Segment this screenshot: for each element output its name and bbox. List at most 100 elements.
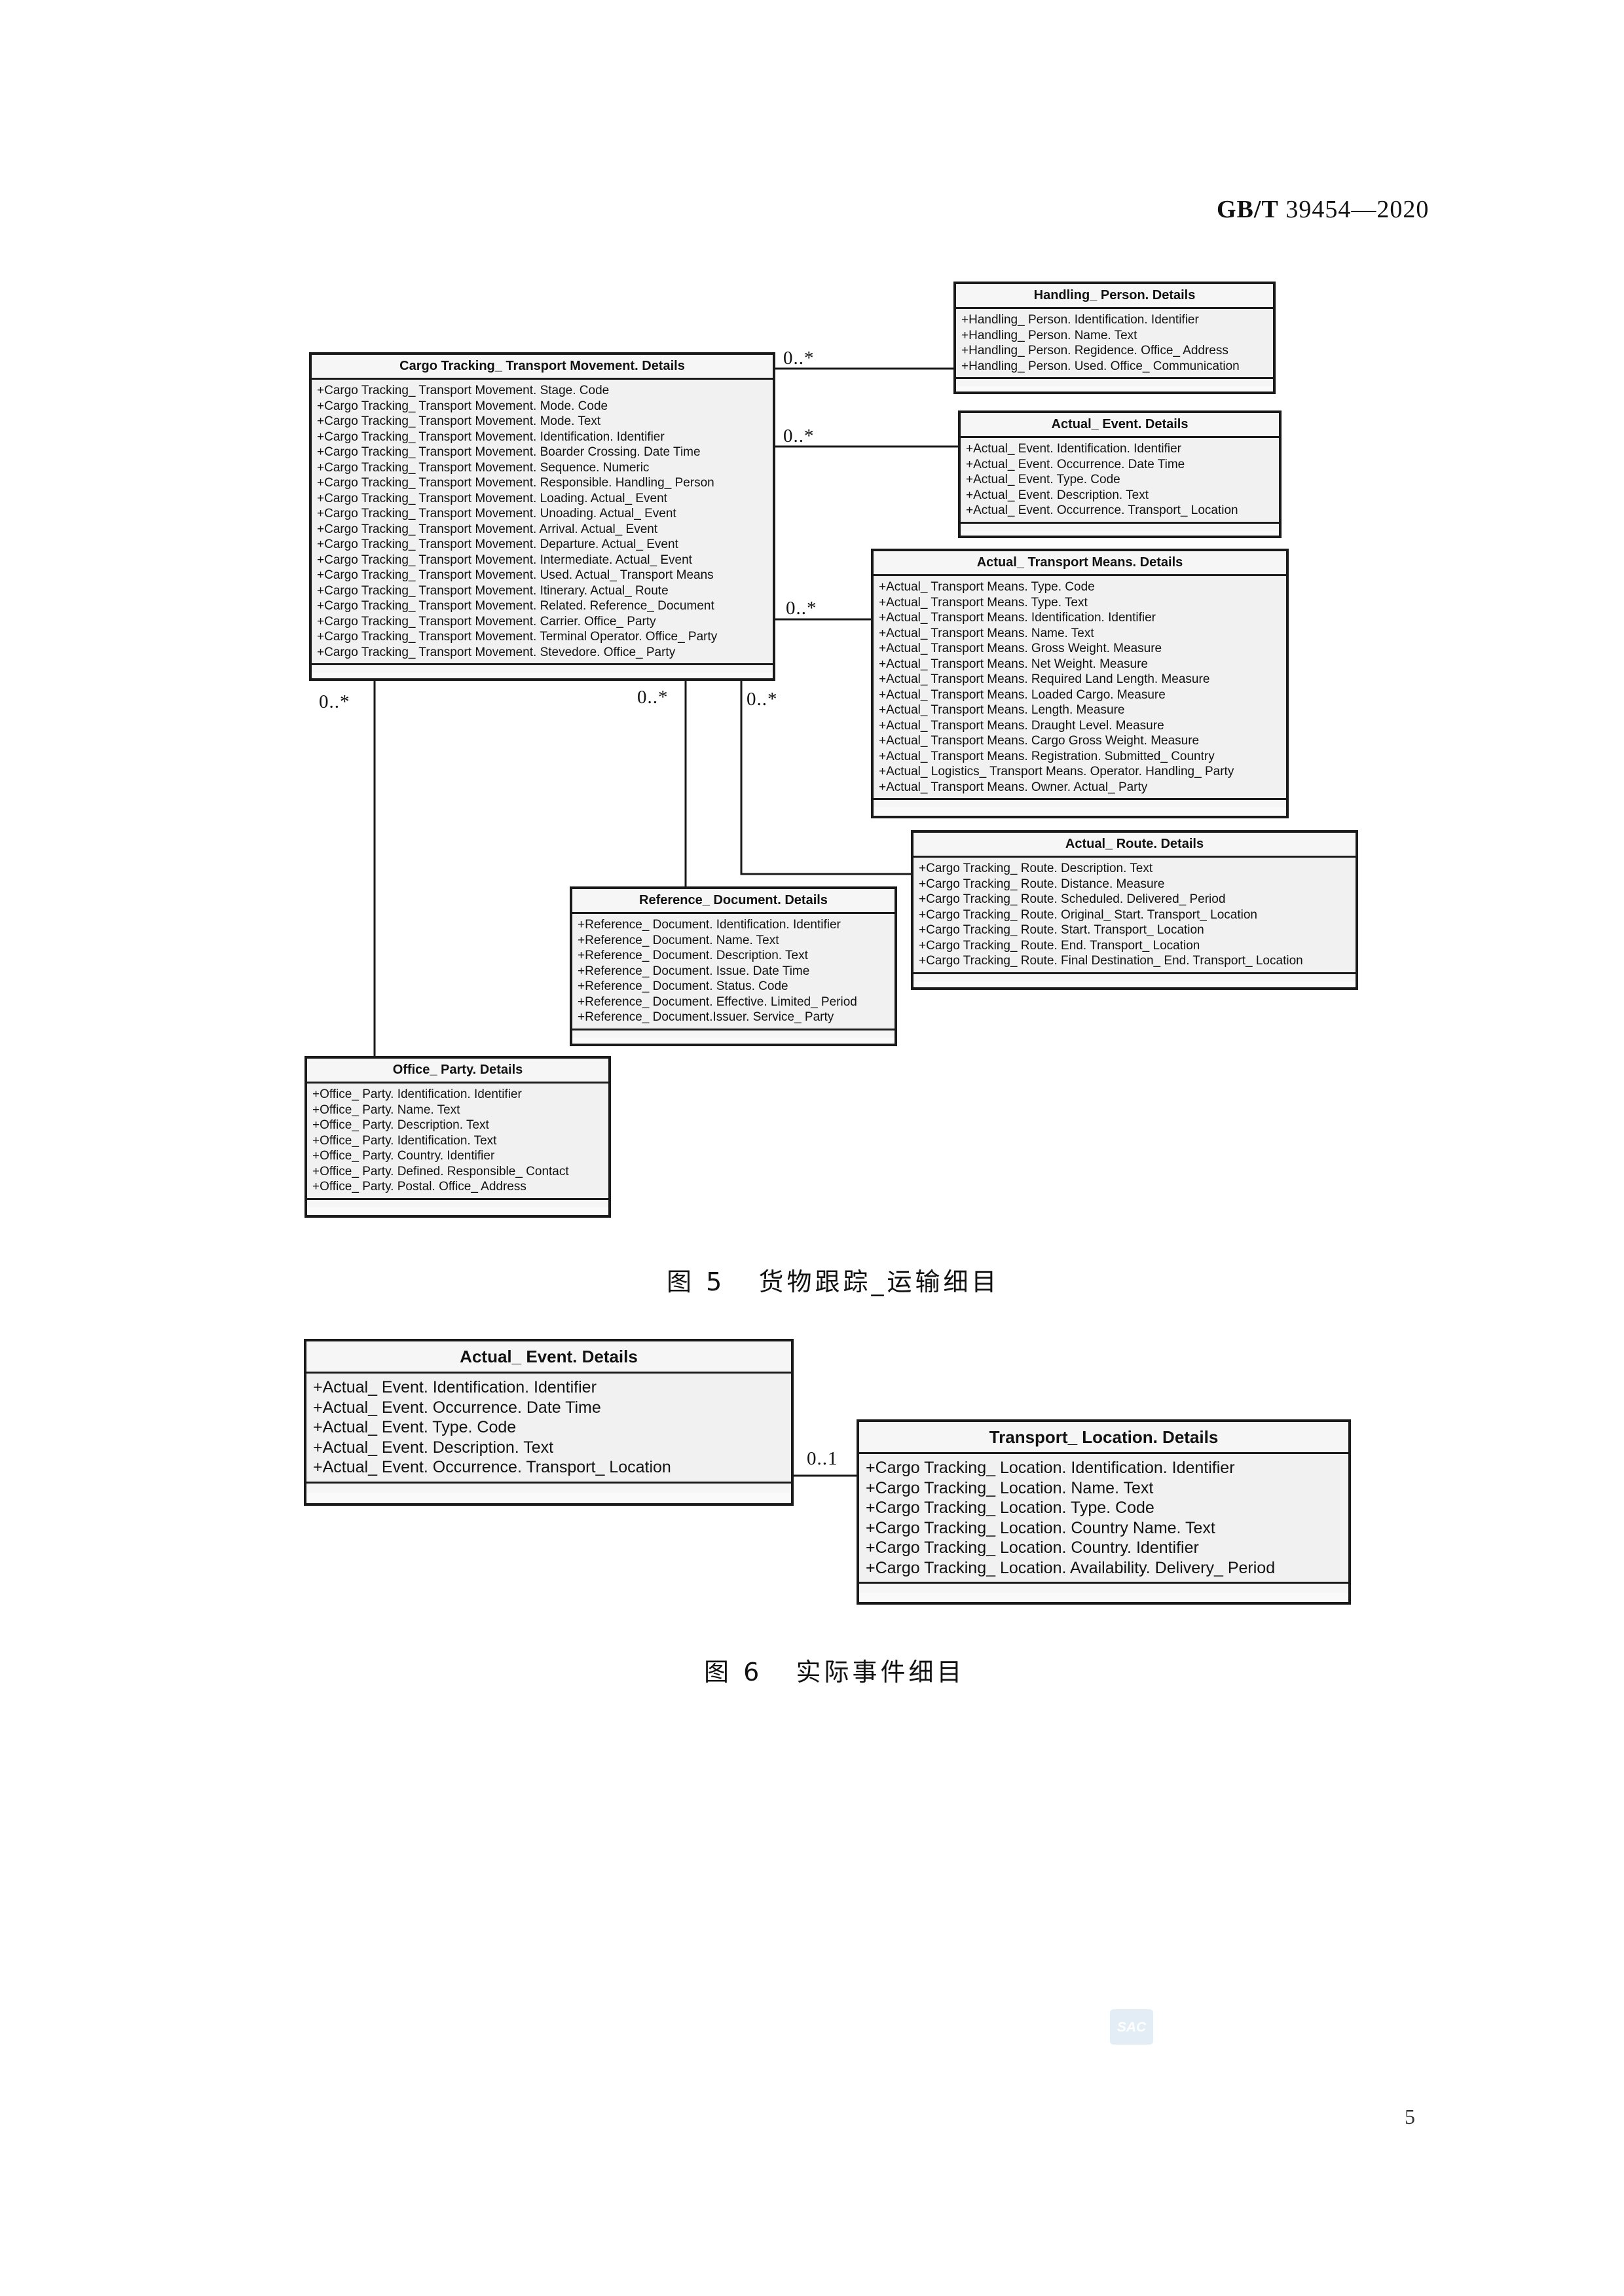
multiplicity-office-party: 0..* bbox=[319, 691, 350, 712]
class-name: Actual_ Route. Details bbox=[913, 833, 1356, 858]
standard-code-number: 39454—2020 bbox=[1278, 196, 1430, 223]
class-attribute: +Actual_ Transport Means. Identification… bbox=[879, 611, 1156, 625]
class-attribute: +Reference_ Document.Issuer. Service_ Pa… bbox=[578, 1010, 834, 1024]
class-operations bbox=[961, 523, 1279, 531]
class-attribute: +Cargo Tracking_ Transport Movement. Use… bbox=[317, 568, 714, 582]
class-attribute: +Actual_ Event. Description. Text bbox=[966, 488, 1149, 502]
class-name: Office_ Party. Details bbox=[307, 1059, 608, 1084]
class-transport-movement: Cargo Tracking_ Transport Movement. Deta… bbox=[309, 352, 775, 681]
class-attribute: +Cargo Tracking_ Location. Availability.… bbox=[866, 1558, 1276, 1577]
class-attribute: +Cargo Tracking_ Route. Final Destinatio… bbox=[919, 954, 1303, 968]
class-attribute: +Office_ Party. Identification. Text bbox=[312, 1133, 497, 1148]
class-operations bbox=[572, 1030, 895, 1038]
class-attribute: +Actual_ Transport Means. Length. Measur… bbox=[879, 703, 1125, 717]
class-attribute: +Cargo Tracking_ Route. Description. Tex… bbox=[919, 862, 1153, 875]
class-name: Transport_ Location. Details bbox=[859, 1422, 1348, 1454]
class-attribute: +Actual_ Event. Type. Code bbox=[966, 473, 1120, 486]
class-attribute: +Actual_ Event. Occurrence. Date Time bbox=[313, 1398, 601, 1417]
class-attribute: +Handling_ Person. Used. Office_ Communi… bbox=[961, 359, 1240, 373]
multiplicity-actual-route: 0..* bbox=[747, 689, 778, 710]
class-actual-event-fig6: Actual_ Event. Details +Actual_ Event. I… bbox=[304, 1339, 794, 1506]
class-attribute: +Cargo Tracking_ Location. Name. Text bbox=[866, 1478, 1154, 1497]
class-attribute: +Cargo Tracking_ Route. End. Transport_ … bbox=[919, 938, 1200, 953]
class-attribute: +Office_ Party. Description. Text bbox=[312, 1118, 489, 1132]
class-operations bbox=[306, 1483, 791, 1493]
class-operations bbox=[956, 379, 1273, 386]
class-attribute: +Reference_ Document. Status. Code bbox=[578, 979, 788, 993]
class-attribute: +Cargo Tracking_ Transport Movement. Int… bbox=[317, 553, 692, 567]
class-attributes: +Reference_ Document. Identification. Id… bbox=[572, 914, 895, 1030]
standard-code: GB/T 39454—2020 bbox=[1217, 195, 1429, 224]
class-attribute: +Cargo Tracking_ Transport Movement. Mod… bbox=[317, 414, 601, 428]
class-attribute: +Cargo Tracking_ Location. Country Name.… bbox=[866, 1518, 1215, 1537]
class-attributes: +Cargo Tracking_ Route. Description. Tex… bbox=[913, 858, 1356, 974]
class-attribute: +Cargo Tracking_ Transport Movement. Res… bbox=[317, 476, 714, 490]
svg-text:SAC: SAC bbox=[1117, 2020, 1147, 2035]
multiplicity-handling-person: 0..* bbox=[783, 348, 815, 369]
page-number: 5 bbox=[1405, 2105, 1415, 2128]
class-attribute: +Cargo Tracking_ Transport Movement. Mod… bbox=[317, 399, 608, 413]
class-attributes: +Actual_ Transport Means. Type. Code +Act… bbox=[874, 576, 1286, 800]
class-attribute: +Reference_ Document. Effective. Limited… bbox=[578, 994, 857, 1009]
class-attribute: +Office_ Party. Identification. Identifi… bbox=[312, 1087, 522, 1101]
figure-5-caption: 图 5 货物跟踪_运输细目 bbox=[667, 1267, 1000, 1296]
class-attribute: +Actual_ Event. Type. Code bbox=[313, 1418, 517, 1436]
class-attribute: +Actual_ Transport Means. Loaded Cargo. … bbox=[879, 687, 1166, 702]
class-name: Actual_ Event. Details bbox=[961, 413, 1279, 438]
class-attribute: +Office_ Party. Country. Identifier bbox=[312, 1149, 495, 1163]
class-attribute: +Reference_ Document. Name. Text bbox=[578, 933, 779, 947]
class-attribute: +Cargo Tracking_ Transport Movement. Arr… bbox=[317, 522, 658, 536]
class-attribute: +Cargo Tracking_ Transport Movement. Boa… bbox=[317, 445, 701, 459]
class-actual-route: Actual_ Route. Details +Cargo Tracking_ … bbox=[911, 830, 1358, 990]
class-attribute: +Cargo Tracking_ Location. Country. Iden… bbox=[866, 1539, 1199, 1557]
class-reference-document: Reference_ Document. Details +Reference_… bbox=[570, 886, 897, 1046]
class-operations bbox=[307, 1199, 608, 1207]
class-attribute: +Office_ Party. Defined. Responsible_ Co… bbox=[312, 1164, 569, 1178]
class-attribute: +Actual_ Event. Occurrence. Transport_ L… bbox=[313, 1458, 671, 1476]
class-name: Actual_ Event. Details bbox=[306, 1341, 791, 1374]
class-attribute: +Cargo Tracking_ Transport Movement. Dep… bbox=[317, 538, 678, 551]
class-attributes: +Cargo Tracking_ Transport Movement. Sta… bbox=[312, 380, 773, 665]
class-attribute: +Cargo Tracking_ Transport Movement. Iti… bbox=[317, 583, 669, 598]
class-attribute: +Cargo Tracking_ Transport Movement. Uno… bbox=[317, 507, 676, 520]
class-transport-means: Actual_ Transport Means. Details +Actual… bbox=[871, 549, 1289, 818]
class-attribute: +Actual_ Transport Means. Name. Text bbox=[879, 626, 1094, 640]
class-attribute: +Actual_ Transport Means. Owner. Actual_… bbox=[879, 780, 1148, 794]
multiplicity-reference-document: 0..* bbox=[637, 687, 669, 708]
class-attribute: +Actual_ Transport Means. Draught Level.… bbox=[879, 718, 1164, 733]
class-name: Cargo Tracking_ Transport Movement. Deta… bbox=[312, 355, 773, 380]
class-name: Actual_ Transport Means. Details bbox=[874, 551, 1286, 576]
class-office-party: Office_ Party. Details +Office_ Party. I… bbox=[304, 1056, 611, 1218]
class-attribute: +Actual_ Transport Means. Net Weight. Me… bbox=[879, 657, 1148, 671]
class-operations bbox=[874, 800, 1286, 807]
class-attribute: +Cargo Tracking_ Location. Identificatio… bbox=[866, 1459, 1235, 1477]
multiplicity-event-location: 0..1 bbox=[807, 1448, 838, 1469]
class-attribute: +Cargo Tracking_ Route. Distance. Measur… bbox=[919, 877, 1165, 891]
class-transport-location: Transport_ Location. Details +Cargo Trac… bbox=[857, 1419, 1351, 1605]
class-name: Reference_ Document. Details bbox=[572, 889, 895, 914]
class-attribute: +Office_ Party. Postal. Office_ Address bbox=[312, 1180, 526, 1194]
class-attribute: +Actual_ Transport Means. Type. Code bbox=[879, 580, 1095, 594]
class-attributes: +Actual_ Event. Identification. Identifi… bbox=[961, 438, 1279, 524]
class-attribute: +Actual_ Transport Means. Cargo Gross We… bbox=[879, 734, 1200, 748]
class-attributes: +Actual_ Event. Identification. Identifi… bbox=[306, 1374, 791, 1484]
class-attribute: +Actual_ Event. Identification. Identifi… bbox=[966, 442, 1182, 456]
class-attribute: +Cargo Tracking_ Transport Movement. Seq… bbox=[317, 460, 650, 475]
class-attribute: +Actual_ Event. Description. Text bbox=[313, 1438, 554, 1457]
class-attribute: +Handling_ Person. Regidence. Office_ Ad… bbox=[961, 344, 1228, 357]
class-attribute: +Actual_ Transport Means. Registration. … bbox=[879, 749, 1215, 763]
class-actual-event: Actual_ Event. Details +Actual_ Event. I… bbox=[958, 410, 1282, 538]
class-operations bbox=[312, 665, 773, 672]
class-attribute: +Actual_ Transport Means. Gross Weight. … bbox=[879, 642, 1162, 655]
class-name: Handling_ Person. Details bbox=[956, 284, 1273, 309]
class-handling-person: Handling_ Person. Details +Handling_ Per… bbox=[953, 282, 1276, 394]
class-attribute: +Cargo Tracking_ Location. Type. Code bbox=[866, 1499, 1154, 1517]
class-attribute: +Actual_ Event. Occurrence. Transport_ L… bbox=[966, 503, 1238, 517]
figure-6-caption: 图 6 实际事件细目 bbox=[704, 1658, 965, 1686]
class-attribute: +Cargo Tracking_ Transport Movement. Loa… bbox=[317, 491, 667, 505]
class-attribute: +Handling_ Person. Identification. Ident… bbox=[961, 313, 1199, 327]
class-attribute: +Actual_ Transport Means. Required Land … bbox=[879, 672, 1210, 686]
class-attribute: +Cargo Tracking_ Route. Start. Transport… bbox=[919, 923, 1204, 937]
class-attributes: +Office_ Party. Identification. Identifi… bbox=[307, 1084, 608, 1200]
multiplicity-actual-event: 0..* bbox=[783, 426, 815, 446]
